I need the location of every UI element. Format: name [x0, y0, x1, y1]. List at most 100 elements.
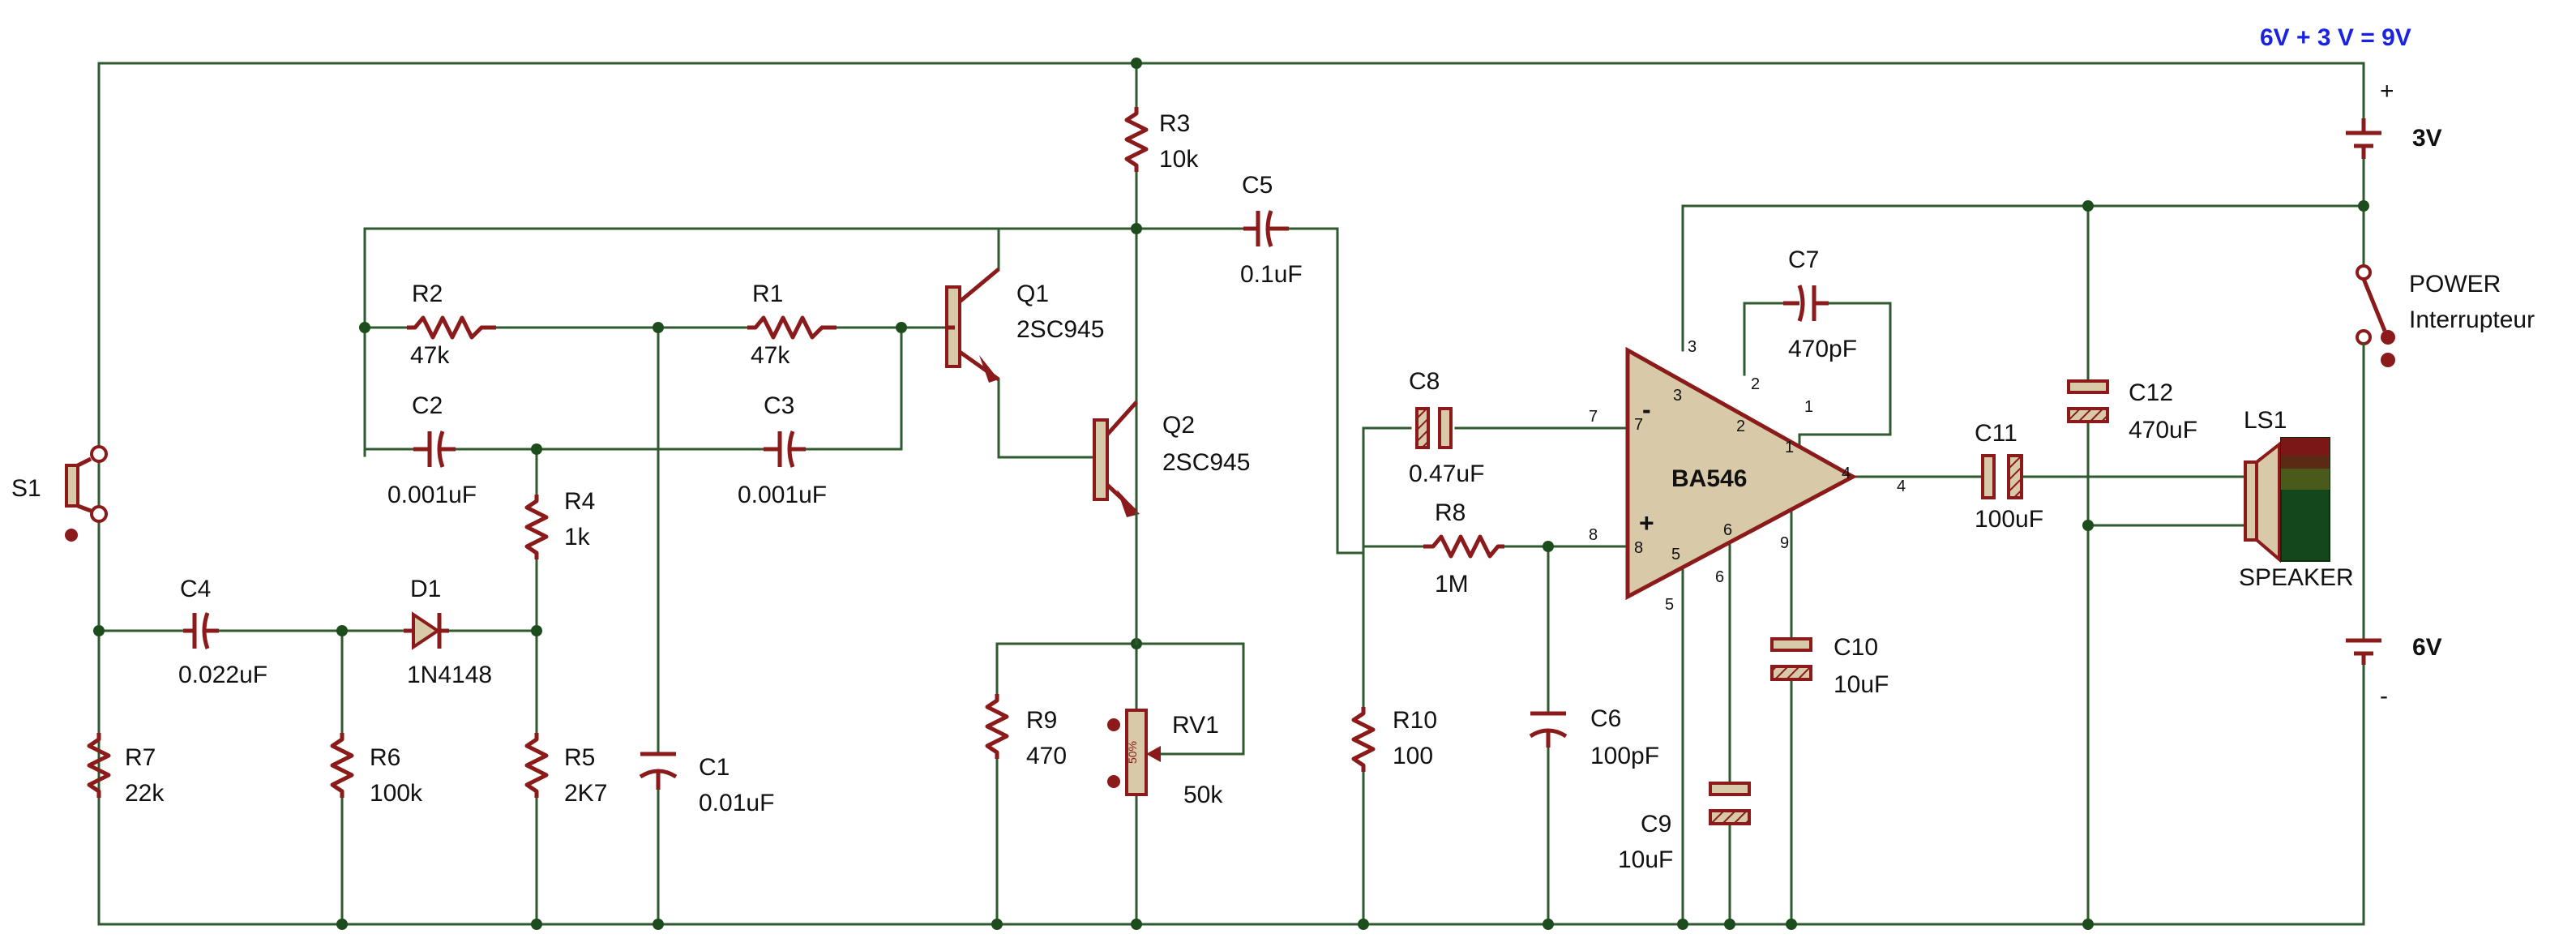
resistor-r4: R4 1k	[524, 488, 595, 559]
c7-value: 470pF	[1788, 336, 1857, 362]
junction-dot	[1358, 919, 1369, 930]
junction-dot	[531, 625, 542, 636]
c11-ref: C11	[1975, 420, 2018, 447]
pin-2-inner: 2	[1736, 418, 1745, 435]
q1-value: 2SC945	[1016, 316, 1104, 343]
r4-ref: R4	[564, 488, 595, 515]
resistor-r8: R8 1M	[1423, 499, 1504, 598]
supply-voltage-caption: 6V + 3 V = 9V	[2260, 24, 2411, 51]
capacitor-c4: C4 0.022uF	[178, 576, 267, 688]
resistor-r9: R9 470	[985, 694, 1067, 769]
junction-dot	[531, 919, 542, 930]
junction-dot	[1786, 919, 1797, 930]
c9-ref: C9	[1641, 811, 1671, 837]
junction-dot	[653, 919, 664, 930]
r2-value: 47k	[410, 342, 450, 369]
pin-5-inner: 5	[1671, 546, 1680, 563]
r10-value: 100	[1393, 743, 1433, 769]
junction-dot	[1131, 223, 1142, 234]
junction-dot	[93, 625, 105, 636]
power-switch-desc: Interrupteur	[2409, 306, 2535, 333]
junction-dot	[1677, 919, 1688, 930]
potentiometer-rv1: 50% RV1 50k	[1107, 709, 1223, 808]
c9-value: 10uF	[1618, 846, 1673, 873]
pin-1-inner: 1	[1785, 439, 1794, 456]
battery-6v: 6V -	[2346, 634, 2442, 709]
pin-1-outer: 1	[1804, 398, 1813, 416]
pin-3-inner: 3	[1673, 387, 1682, 405]
capacitor-c1: C1 0.01uF	[639, 752, 774, 816]
r8-value: 1M	[1435, 571, 1469, 598]
pin-4-inner: 4	[1842, 465, 1851, 482]
pin-6-outer: 6	[1715, 568, 1724, 586]
c5-value: 0.1uF	[1240, 261, 1303, 288]
r9-ref: R9	[1026, 707, 1057, 734]
capacitor-c6: C6 100pF	[1529, 705, 1659, 769]
junction-dot	[2082, 919, 2094, 930]
pin-7-inner: 7	[1634, 416, 1643, 434]
resistor-r1: R1 47k	[747, 281, 837, 369]
ls1-value: SPEAKER	[2239, 564, 2354, 591]
r3-value: 10k	[1159, 146, 1199, 173]
c3-ref: C3	[764, 392, 794, 419]
capacitor-c5: C5 0.1uF	[1240, 172, 1303, 288]
capacitor-c2: C2 0.001uF	[387, 392, 477, 508]
transistor-q2: Q2 2SC945	[1093, 401, 1250, 645]
junctions	[93, 58, 2369, 930]
battery-plus-sign: +	[2380, 78, 2394, 105]
q2-value: 2SC945	[1162, 449, 1250, 476]
capacitor-c12: C12 470uF	[2067, 379, 2197, 443]
s1-ref: S1	[11, 475, 41, 502]
junction-dot	[1543, 541, 1554, 552]
junction-dot	[1724, 919, 1735, 930]
r5-value: 2K7	[564, 780, 607, 807]
c8-value: 0.47uF	[1409, 461, 1484, 487]
r2-ref: R2	[412, 281, 443, 307]
r6-ref: R6	[370, 744, 400, 771]
r10-ref: R10	[1393, 707, 1437, 734]
d1-value: 1N4148	[407, 662, 492, 688]
wires	[97, 62, 2365, 926]
c7-ref: C7	[1788, 246, 1819, 273]
r8-ref: R8	[1435, 499, 1466, 526]
junction-dot	[336, 625, 348, 636]
battery-3v-label: 3V	[2412, 125, 2442, 152]
junction-dot	[1131, 58, 1142, 69]
junction-dot	[2082, 200, 2094, 212]
q2-ref: Q2	[1162, 412, 1195, 439]
capacitor-c3: C3 0.001uF	[738, 392, 827, 508]
switch-s1: S1	[11, 445, 108, 542]
c1-ref: C1	[699, 754, 730, 781]
resistor-r3: R3 10k	[1124, 107, 1199, 173]
r7-ref: R7	[125, 744, 156, 771]
c4-value: 0.022uF	[178, 662, 267, 688]
junction-dot	[359, 322, 370, 333]
r6-value: 100k	[370, 780, 423, 807]
capacitor-c10: C10 10uF	[1770, 634, 1889, 698]
c10-value: 10uF	[1834, 671, 1889, 698]
battery-minus-sign: -	[2380, 683, 2388, 709]
inverting-input-symbol: -	[1642, 395, 1651, 424]
c10-ref: C10	[1834, 634, 1878, 661]
r5-ref: R5	[564, 744, 595, 771]
capacitor-c9: C9 10uF	[1618, 782, 1751, 873]
c11-value: 100uF	[1975, 506, 2043, 533]
noninverting-input-symbol: +	[1639, 508, 1654, 538]
junction-dot	[896, 322, 907, 333]
c2-ref: C2	[412, 392, 443, 419]
pin-8-outer: 8	[1589, 526, 1598, 544]
pin-7-outer: 7	[1589, 408, 1598, 426]
c6-value: 100pF	[1590, 743, 1659, 769]
c3-value: 0.001uF	[738, 482, 827, 508]
transistor-q1: Q1 2SC945	[945, 268, 1104, 383]
r7-value: 22k	[125, 780, 165, 807]
junction-dot	[2082, 520, 2094, 531]
speaker-ls1: LS1 SPEAKER	[2239, 407, 2354, 591]
pin-6-inner: 6	[1723, 521, 1732, 539]
rv1-ref: RV1	[1172, 712, 1219, 739]
resistor-r5: R5 2K7	[524, 733, 607, 807]
r3-ref: R3	[1159, 110, 1190, 137]
c5-ref: C5	[1242, 172, 1273, 199]
c12-value: 470uF	[2129, 417, 2197, 443]
